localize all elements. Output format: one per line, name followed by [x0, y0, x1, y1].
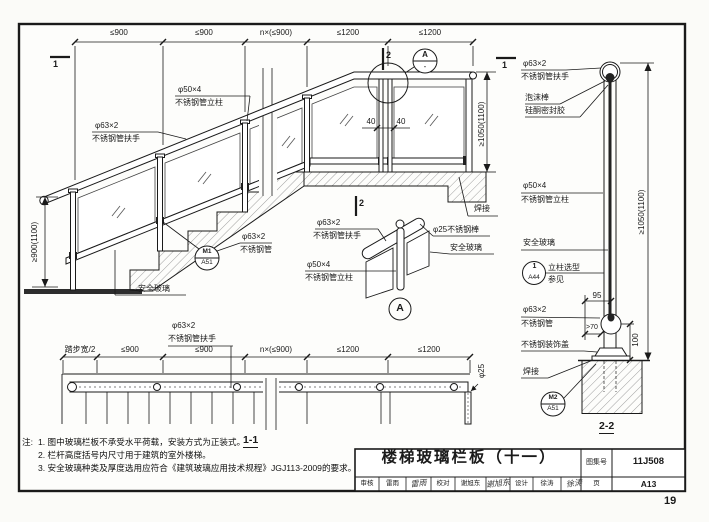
elev-post-size: φ50×4: [178, 85, 202, 94]
plan-rod-dim: φ25: [477, 363, 486, 379]
proofread-name: 谢旭东: [460, 480, 481, 487]
section-mark-2-bottom: 2: [359, 198, 365, 208]
design-name: 徐涛: [540, 480, 554, 487]
elev-dim-5: ≤1200: [418, 28, 442, 37]
plan-dim-2: ≤900: [121, 345, 139, 354]
elev-dim-40-right: 40: [396, 117, 406, 126]
note-item-1: 1. 图中玻璃栏板不承受水平荷载，安装方式为正装式。: [38, 437, 246, 447]
detail-a-title: A: [396, 302, 404, 314]
detail-a-handrail-size: φ63×2: [317, 218, 341, 227]
review-name: 雷雨: [386, 480, 399, 487]
s22-ref-bubble-num: 1: [532, 263, 537, 270]
s22-title: 2-2: [599, 420, 615, 434]
s22-post-label: 不锈钢管立柱: [521, 195, 569, 204]
section-mark-1-left: 1: [53, 59, 59, 69]
plan-dim-1: 踏步宽/2: [64, 345, 96, 354]
atlas-number-label: 图集号: [586, 459, 607, 466]
s22-handrail-label: 不锈钢管扶手: [521, 72, 569, 81]
elev-tube-size: φ63×2: [242, 232, 266, 241]
atlas-number-value: 11J508: [632, 456, 665, 467]
s22-dim-70: >70: [586, 324, 598, 331]
s22-tube-label: 不锈钢管: [521, 319, 553, 328]
notes-prefix: 注:: [22, 437, 33, 447]
s22-ref-bubble-sheet: A44: [528, 274, 540, 281]
elev-handrail-size: φ63×2: [95, 121, 119, 130]
s22-ref-text-1: 立柱选型: [548, 263, 580, 272]
detail-a-post-size: φ50×4: [307, 260, 331, 269]
elev-post-label: 不锈钢管立柱: [175, 98, 223, 107]
s22-glass-label: 安全玻璃: [523, 238, 555, 247]
s22-cover-label: 不锈钢装饰盖: [521, 340, 569, 349]
review-label: 审核: [360, 480, 374, 487]
plan-handrail-label: 不锈钢管扶手: [168, 334, 216, 343]
detail-bubble-sheet: -: [423, 62, 427, 71]
s22-ref-text-2: 参见: [548, 275, 564, 284]
elev-height-dim-left: ≥900(1100): [30, 221, 39, 263]
elev-dim-40-left: 40: [366, 117, 376, 126]
plan-dim-3: ≤900: [195, 345, 213, 354]
s22-height-dim: ≥1050(1100): [637, 189, 646, 235]
elev-weld-label: 焊接: [474, 204, 490, 213]
s22-dim-100: 100: [631, 333, 640, 347]
elev-tube-label: 不锈钢管: [240, 245, 272, 254]
bubble-m1-sheet: A51: [201, 259, 213, 266]
notes-block: 注: 1. 图中玻璃栏板不承受水平荷载，安装方式为正装式。 2. 栏杆高度括号内…: [22, 436, 364, 475]
detail-a-rod-label: φ25不锈钢棒: [433, 225, 480, 234]
plan-dim-4: n×(≤900): [259, 345, 293, 354]
s22-handrail-size: φ63×2: [523, 59, 547, 68]
page-number: 19: [664, 495, 677, 507]
plan-handrail-size: φ63×2: [172, 321, 196, 330]
note-item-2: 2. 栏杆高度括号内尺寸用于建筑的室外楼梯。: [38, 450, 211, 460]
plan-dim-6: ≤1200: [417, 345, 441, 354]
s22-tube-size: φ63×2: [523, 305, 547, 314]
bubble-m2-sheet: A51: [547, 405, 559, 412]
s22-weld-label: 焊接: [523, 367, 539, 376]
elev-height-dim-right: ≥1050(1100): [477, 101, 486, 147]
s22-foam-label: 泡沫棒: [525, 93, 549, 102]
elev-safety-glass-label: 安全玻璃: [138, 284, 170, 293]
elev-dim-2: ≤900: [195, 28, 213, 37]
bubble-m2-code: M2: [548, 394, 558, 401]
sheet-title: 楼梯玻璃栏板（十一）: [381, 449, 557, 466]
note-item-3: 3. 安全玻璃种类及厚度选用应符合《建筑玻璃应用技术规程》JGJ113-2009…: [38, 463, 357, 473]
detail-a-glass-label: 安全玻璃: [450, 243, 482, 252]
section-mark-1-right: 1: [502, 60, 508, 70]
page-label: 页: [593, 480, 600, 487]
section-mark-2-top: 2: [386, 50, 392, 60]
elev-dim-3: n×(≤900): [259, 28, 293, 37]
elev-dim-4: ≤1200: [336, 28, 360, 37]
s22-dim-95: 95: [592, 291, 602, 300]
s22-sealant-label: 硅酮密封胶: [525, 106, 565, 115]
s22-post-size: φ50×4: [523, 181, 547, 190]
detail-a-handrail-label: 不锈钢管扶手: [313, 231, 361, 240]
plan-dim-5: ≤1200: [336, 345, 360, 354]
elev-handrail-label: 不锈钢管扶手: [92, 134, 140, 143]
detail-a-post-label: 不锈钢管立柱: [305, 273, 353, 282]
detail-bubble-letter: A: [422, 50, 428, 59]
page-value: A13: [640, 479, 657, 489]
plan-title: 1-1: [243, 434, 259, 448]
bubble-m1-code: M1: [202, 248, 212, 255]
elev-dim-1: ≤900: [110, 28, 128, 37]
proofread-label: 校对: [436, 480, 450, 487]
design-label: 设计: [515, 480, 528, 487]
